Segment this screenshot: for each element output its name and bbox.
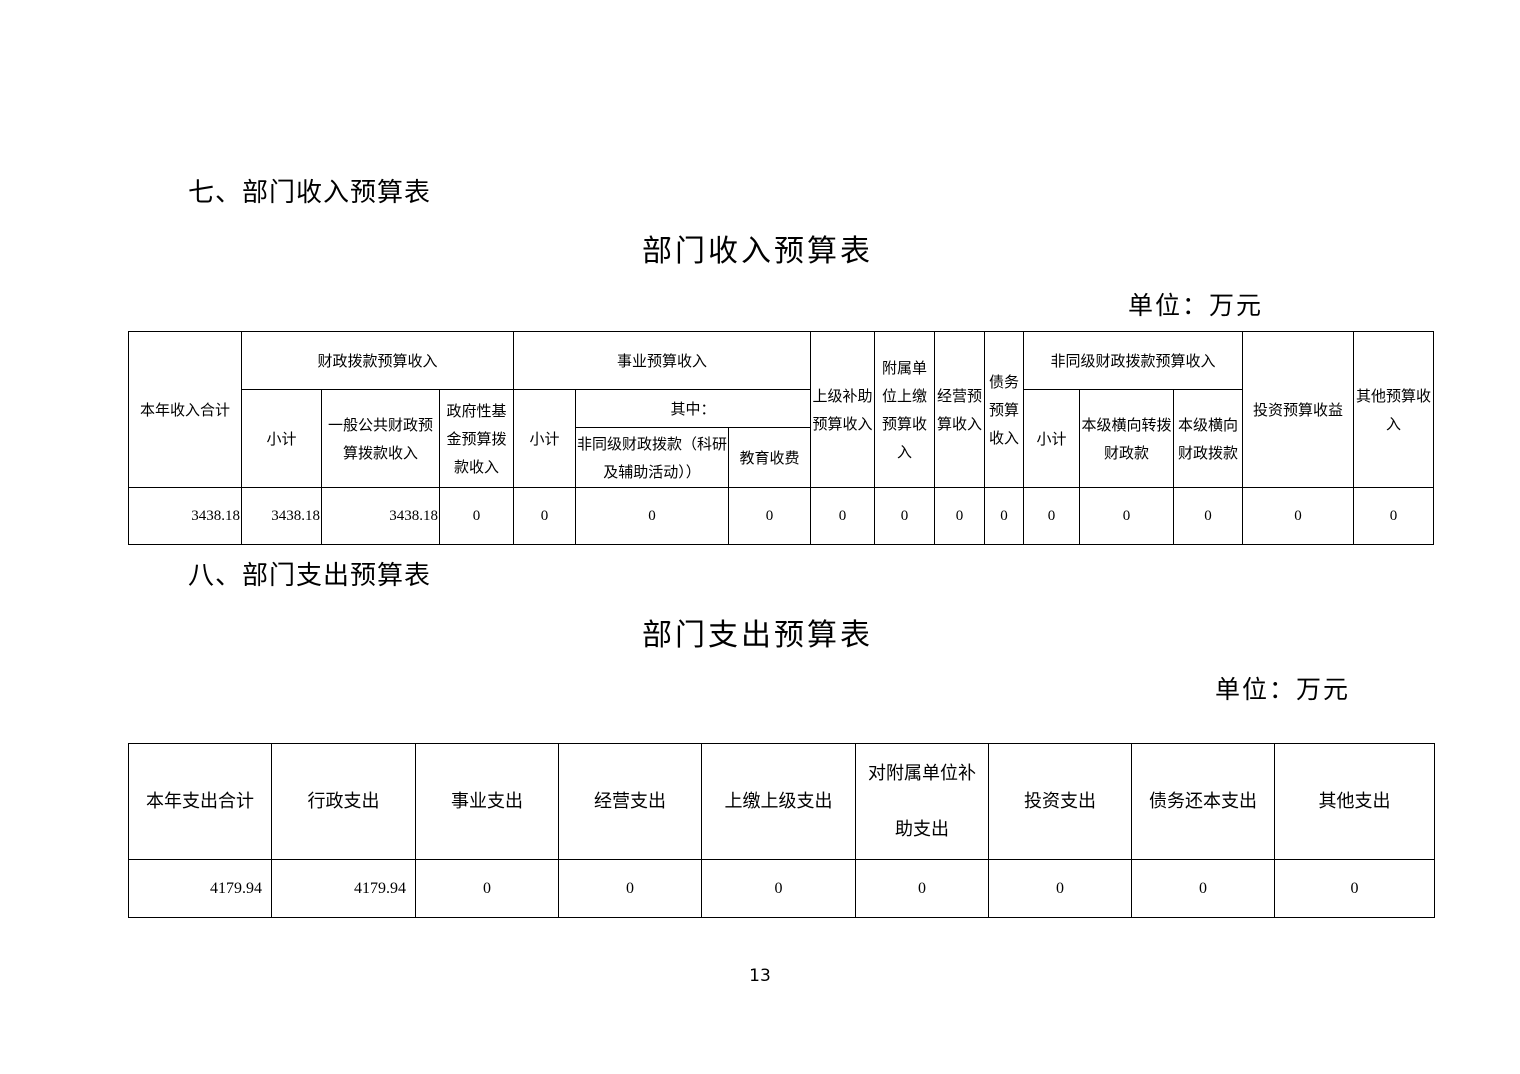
cell-superior-subsidy: 0 <box>810 487 876 545</box>
cell-business-education-fees: 0 <box>728 487 812 545</box>
header-fiscal-appropriation: 财政拨款预算收入 <box>240 331 515 390</box>
cell-fiscal-subtotal: 3438.18 <box>241 487 322 545</box>
cell-operating-expense: 0 <box>558 859 702 918</box>
header-admin-expense: 行政支出 <box>271 743 416 860</box>
cell-nonsame-subtotal: 0 <box>1023 487 1081 545</box>
cell-business-expense: 0 <box>415 859 559 918</box>
header-debt-income: 债务预算收入 <box>984 331 1025 488</box>
cell-nonsame-horizontal-appropriation: 0 <box>1173 487 1244 545</box>
header-debt-repayment-expense: 债务还本支出 <box>1131 743 1275 860</box>
income-budget-table: 本年收入合计 财政拨款预算收入 事业预算收入 上级补助预算收入 附属单位上缴预算… <box>128 331 1435 545</box>
cell-business-subtotal: 0 <box>513 487 577 545</box>
header-nonsame-horizontal-transfer: 本级横向转拨财政款 <box>1079 389 1175 488</box>
table-row: 3438.18 3438.18 3438.18 0 0 0 0 0 0 0 0 … <box>128 487 1435 545</box>
header-superior-subsidy: 上级补助预算收入 <box>810 331 876 488</box>
header-investment-income: 投资预算收益 <box>1242 331 1355 488</box>
expense-budget-table: 本年支出合计 行政支出 事业支出 经营支出 上缴上级支出 对附属单位补助支出 投… <box>128 743 1435 918</box>
header-total-expense: 本年支出合计 <box>128 743 272 860</box>
page-number: 13 <box>749 966 771 986</box>
header-affiliated-remit: 附属单位上缴预算收入 <box>874 331 936 488</box>
header-subsidy-affiliated-expense: 对附属单位补助支出 <box>855 743 989 860</box>
cell-investment-income: 0 <box>1242 487 1355 545</box>
header-operating-income: 经营预算收入 <box>934 331 986 488</box>
section-heading-expense: 八、部门支出预算表 <box>188 561 432 591</box>
header-nonsame-subtotal: 小计 <box>1023 389 1081 488</box>
cell-fiscal-general: 3438.18 <box>321 487 440 545</box>
header-other-expense: 其他支出 <box>1274 743 1435 860</box>
header-fiscal-fund: 政府性基金预算拨款收入 <box>438 389 515 488</box>
header-business-nonfiscal: 非同级财政拨款（科研及辅助活动）） <box>575 427 730 488</box>
header-other-income: 其他预算收入 <box>1353 331 1435 488</box>
header-fiscal-subtotal: 小计 <box>241 389 322 488</box>
income-table-title: 部门收入预算表 <box>642 234 873 269</box>
header-investment-expense: 投资支出 <box>988 743 1132 860</box>
header-business-education-fees: 教育收费 <box>728 427 812 488</box>
cell-affiliated-remit: 0 <box>874 487 936 545</box>
cell-debt-income: 0 <box>984 487 1025 545</box>
cell-fiscal-fund: 0 <box>438 487 515 545</box>
header-operating-expense: 经营支出 <box>558 743 702 860</box>
header-business-expense: 事业支出 <box>415 743 559 860</box>
cell-admin-expense: 4179.94 <box>271 859 416 918</box>
expense-unit-label: 单位：万元 <box>1215 675 1351 704</box>
section-heading-income: 七、部门收入预算表 <box>188 178 432 208</box>
header-nonsame-horizontal-appropriation: 本级横向财政拨款 <box>1173 389 1244 488</box>
cell-debt-repayment-expense: 0 <box>1131 859 1275 918</box>
income-unit-label: 单位：万元 <box>1128 291 1264 320</box>
cell-subsidy-affiliated-expense: 0 <box>855 859 989 918</box>
table-row: 4179.94 4179.94 0 0 0 0 0 0 0 <box>128 859 1435 918</box>
cell-remit-superior-expense: 0 <box>701 859 856 918</box>
header-nonsame-fiscal: 非同级财政拨款预算收入 <box>1023 331 1244 390</box>
header-business-subtotal: 小计 <box>513 389 577 488</box>
cell-other-expense: 0 <box>1274 859 1435 918</box>
cell-total-income: 3438.18 <box>128 487 242 545</box>
header-remit-superior-expense: 上缴上级支出 <box>701 743 856 860</box>
header-business-of-which: 其中： <box>575 389 812 428</box>
cell-nonsame-horizontal-transfer: 0 <box>1079 487 1175 545</box>
expense-table-title: 部门支出预算表 <box>642 618 873 653</box>
cell-other-income: 0 <box>1353 487 1435 545</box>
cell-total-expense: 4179.94 <box>128 859 272 918</box>
cell-operating-income: 0 <box>934 487 986 545</box>
header-business-income: 事业预算收入 <box>513 331 812 390</box>
header-fiscal-general: 一般公共财政预算拨款收入 <box>321 389 440 488</box>
cell-investment-expense: 0 <box>988 859 1132 918</box>
cell-business-nonfiscal: 0 <box>575 487 730 545</box>
header-total-income: 本年收入合计 <box>128 331 242 488</box>
